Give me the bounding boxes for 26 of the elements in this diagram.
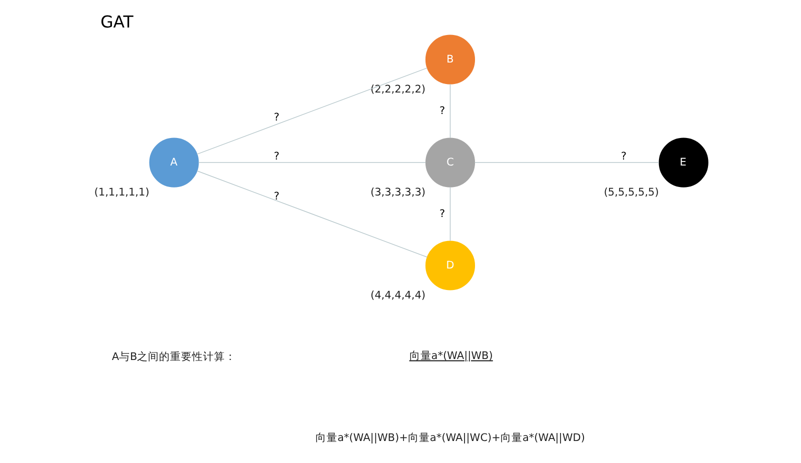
diagram-title: GAT <box>100 12 133 32</box>
edge-label: ? <box>273 150 279 163</box>
edge-label: ? <box>439 104 445 117</box>
node-label: (1,1,1,1,1) <box>94 186 149 198</box>
node-circle: B <box>424 34 475 84</box>
edge-label: ? <box>273 112 279 124</box>
node-circle: D <box>424 240 475 290</box>
connector <box>474 162 659 163</box>
node-circle: A <box>148 138 198 188</box>
connector <box>196 68 428 155</box>
connector <box>449 186 450 242</box>
connector <box>196 170 428 258</box>
connector <box>449 84 450 138</box>
node-label: (5,5,5,5,5) <box>603 186 658 198</box>
label: 向量a*(WA||WB) <box>408 350 492 362</box>
node-label: (3,3,3,3,3) <box>370 186 426 198</box>
edge-label: ? <box>273 190 279 203</box>
label: 向量a*(WA||WB)+向量a*(WA||WC)+向量a*(WA||WD) <box>314 432 584 444</box>
edge-label: ? <box>620 150 626 163</box>
label: A与B之间的重要性计算： <box>111 350 236 363</box>
node-label: (2,2,2,2,2) <box>370 83 426 96</box>
connector <box>198 162 426 163</box>
edge-label: ? <box>439 208 445 220</box>
node-circle: E <box>658 138 708 188</box>
node-circle: C <box>424 138 475 188</box>
node-label: (4,4,4,4,4) <box>370 289 426 302</box>
